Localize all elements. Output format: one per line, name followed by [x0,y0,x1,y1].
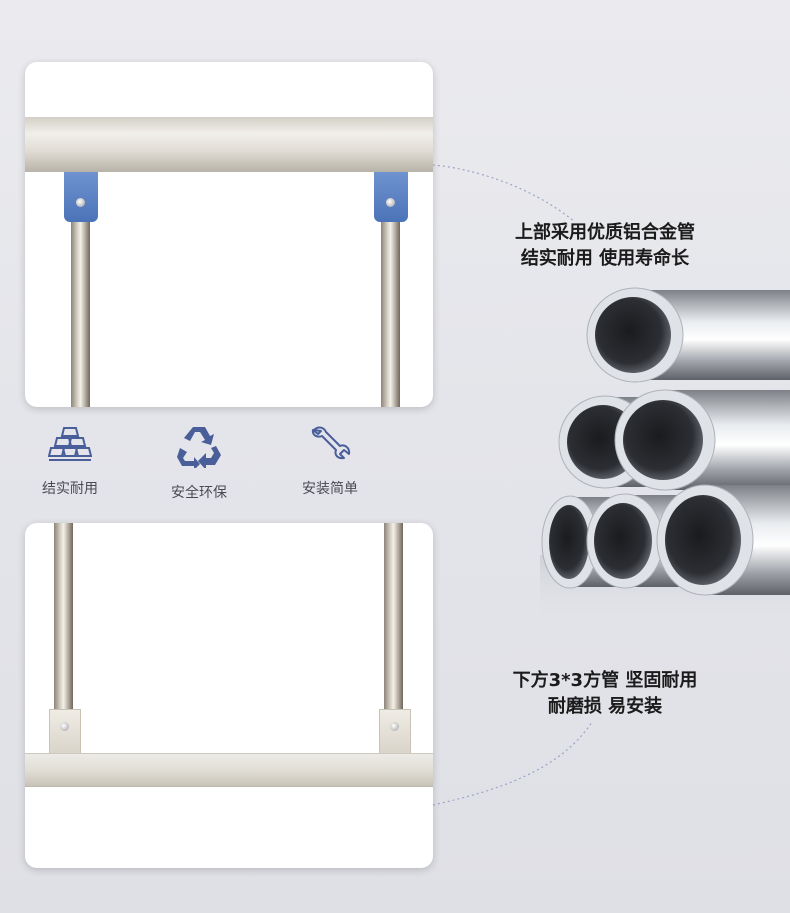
feature-easy-install: 安装简单 [280,424,380,498]
left-post [71,212,90,407]
screw-icon [390,722,399,731]
feature-label: 安装简单 [302,481,358,497]
bottom-caption-line1: 下方3*3方管 坚固耐用 [512,670,698,691]
feature-label: 安全环保 [171,485,227,501]
tube-top [586,287,790,383]
square-tube-base [25,753,433,787]
feature-durable: 结实耐用 [20,424,120,498]
tube-middle-right [614,389,790,491]
recycle-icon [177,427,221,468]
bottom-caption-line2: 耐磨损 易安装 [547,696,663,717]
bottom-rail-photo [25,523,433,868]
right-post [381,212,400,407]
bottom-caption: 下方3*3方管 坚固耐用 耐磨损 易安装 [500,668,710,720]
top-rail-photo [25,62,433,407]
top-caption: 上部采用优质铝合金管 结实耐用 使用寿命长 [500,220,710,272]
aluminum-top-rail [25,117,433,172]
top-caption-line1: 上部采用优质铝合金管 [515,222,695,243]
top-caption-line2: 结实耐用 使用寿命长 [520,248,690,269]
screw-icon [386,198,395,207]
right-post [384,523,403,758]
right-blue-bracket [374,172,408,222]
tube-bottom-right [656,484,790,596]
left-post [54,523,73,758]
feature-label: 结实耐用 [42,481,98,497]
feature-eco: 安全环保 [149,424,249,502]
screw-icon [76,198,85,207]
wrench-icon [311,426,351,460]
left-beige-bracket [49,709,81,757]
gold-bars-icon [48,427,92,461]
left-blue-bracket [64,172,98,222]
screw-icon [60,722,69,731]
steel-tubes-image [540,287,790,625]
